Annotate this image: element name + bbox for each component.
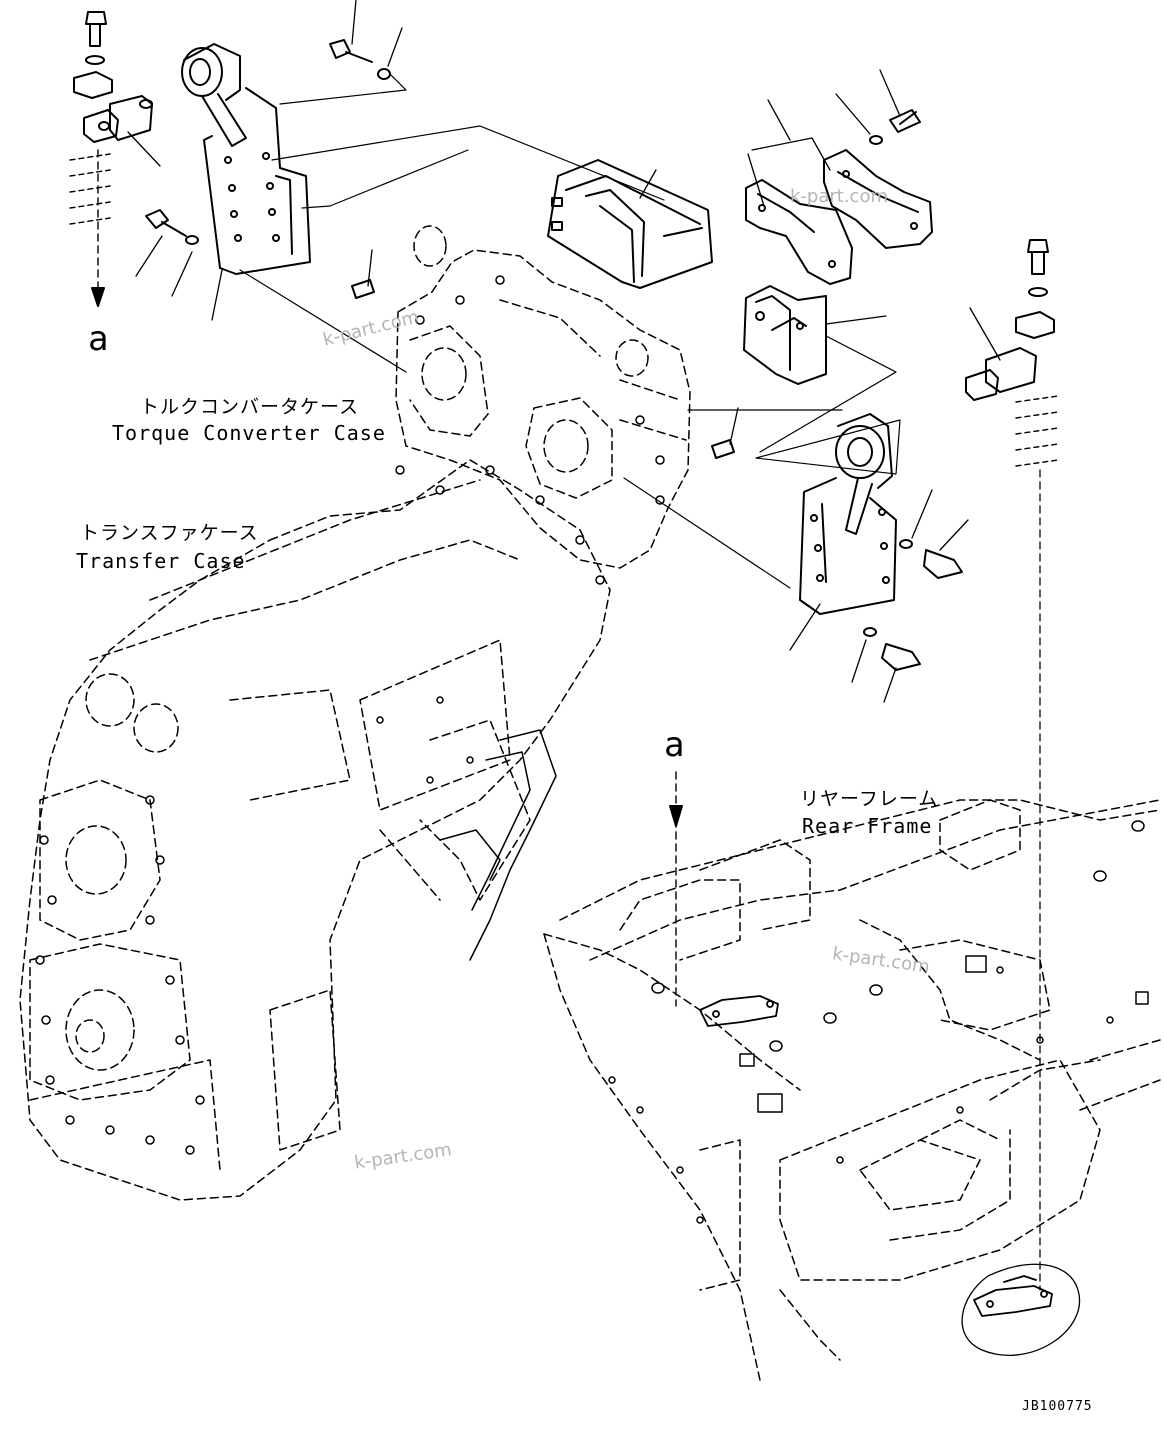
dowel-pins: [351, 249, 739, 459]
rear-frame-label-jp: リヤーフレーム: [800, 788, 939, 810]
reference-arrow-lower: [669, 771, 683, 1007]
right-bracket: [789, 413, 969, 703]
torque-converter-case-label-jp: トルクコンバータケース: [140, 396, 360, 418]
reference-lines: [239, 73, 901, 589]
rear-frame: [543, 799, 1161, 1381]
torque-converter-case: [395, 225, 691, 569]
center-mount-block: [547, 159, 713, 289]
transfer-case-label-jp: トランスファケース: [80, 522, 259, 544]
frame-bosses: [608, 820, 1149, 1224]
reference-mark-lower: a: [664, 725, 685, 765]
frame-mount-plates: [699, 995, 1081, 1356]
drawing-number: JB100775: [1022, 1399, 1093, 1414]
left-bracket: [181, 43, 311, 321]
right-mount-stack: [965, 239, 1059, 1291]
pipe: [439, 729, 557, 961]
rear-frame-label-en: Rear Frame: [802, 814, 933, 838]
transfer-case-label-en: Transfer Case: [76, 549, 246, 573]
torque-converter-case-label-en: Torque Converter Case: [112, 421, 386, 445]
left-mount-stack: [69, 11, 161, 307]
case-bolts: [35, 275, 665, 1155]
bolt-group-left: [135, 0, 403, 297]
cushion-block: [743, 285, 887, 385]
split-clamp: [745, 69, 933, 285]
watermark: k-part.com: [790, 186, 888, 207]
reference-mark-upper: a: [88, 319, 109, 359]
